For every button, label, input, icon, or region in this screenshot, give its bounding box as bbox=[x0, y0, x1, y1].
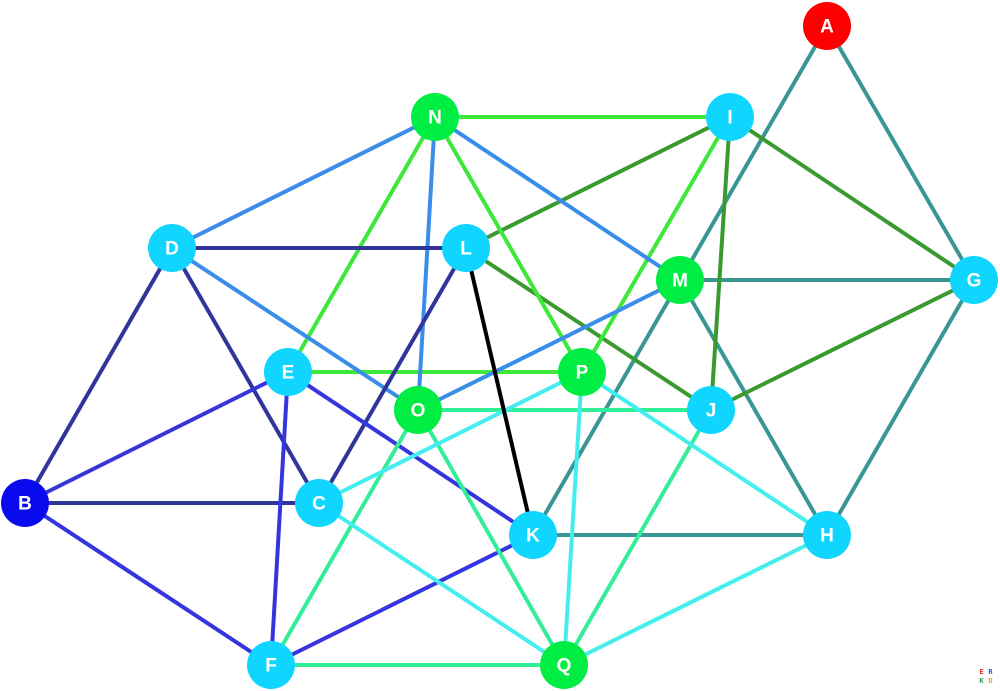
edge-f-k bbox=[269, 533, 535, 667]
node-label: N bbox=[428, 108, 442, 129]
node-circle bbox=[394, 386, 442, 434]
node-h: H bbox=[803, 511, 851, 559]
edge-l-j bbox=[464, 246, 713, 412]
edge-a-g bbox=[825, 24, 976, 282]
edge-g-h bbox=[825, 278, 976, 537]
node-circle bbox=[295, 479, 343, 527]
edge-l-k bbox=[464, 246, 535, 537]
node-d: D bbox=[148, 224, 196, 272]
edge-e-b bbox=[23, 370, 290, 505]
edge-n-m bbox=[433, 115, 682, 282]
node-circle bbox=[803, 2, 851, 50]
edge-p-q bbox=[562, 370, 584, 667]
node-i: I bbox=[706, 93, 754, 141]
edge-i-l bbox=[464, 115, 732, 250]
edge-n-p bbox=[433, 115, 584, 374]
node-circle bbox=[706, 93, 754, 141]
edge-h-q bbox=[562, 533, 829, 667]
node-label: C bbox=[312, 494, 326, 515]
node-circle bbox=[442, 224, 490, 272]
edge-i-j bbox=[709, 115, 732, 412]
node-j: J bbox=[687, 386, 735, 434]
node-circle bbox=[148, 224, 196, 272]
node-e: E bbox=[264, 348, 312, 396]
node-b: B bbox=[1, 479, 49, 527]
edges-layer bbox=[23, 24, 976, 667]
node-p: P bbox=[558, 348, 606, 396]
node-circle bbox=[803, 511, 851, 559]
node-label: F bbox=[265, 656, 277, 677]
edge-n-e bbox=[286, 115, 437, 374]
node-c: C bbox=[295, 479, 343, 527]
node-g: G bbox=[950, 256, 998, 304]
node-circle bbox=[558, 348, 606, 396]
node-circle bbox=[509, 511, 557, 559]
edge-p-c bbox=[317, 370, 584, 505]
edge-l-c bbox=[317, 246, 468, 505]
edge-p-h bbox=[580, 370, 829, 537]
node-label: G bbox=[967, 271, 982, 292]
node-circle bbox=[656, 256, 704, 304]
logo-cell: K bbox=[979, 677, 984, 685]
edge-d-c bbox=[170, 246, 321, 505]
node-label: B bbox=[18, 494, 32, 515]
node-label: K bbox=[526, 526, 540, 547]
logo-cell: D bbox=[988, 677, 993, 685]
node-label: M bbox=[672, 271, 688, 292]
edge-i-p bbox=[580, 115, 732, 374]
node-q: Q bbox=[540, 641, 588, 689]
edge-e-k bbox=[286, 370, 535, 537]
node-l: L bbox=[442, 224, 490, 272]
node-label: E bbox=[282, 363, 295, 384]
edge-m-h bbox=[678, 278, 829, 537]
edge-b-f bbox=[23, 501, 273, 667]
edge-c-q bbox=[317, 501, 566, 667]
node-o: O bbox=[394, 386, 442, 434]
node-label: H bbox=[820, 526, 834, 547]
node-label: O bbox=[411, 401, 426, 422]
node-circle bbox=[540, 641, 588, 689]
node-label: J bbox=[706, 401, 717, 422]
logo-cell: E bbox=[979, 668, 984, 676]
node-k: K bbox=[509, 511, 557, 559]
node-label: Q bbox=[557, 656, 572, 677]
node-circle bbox=[411, 93, 459, 141]
node-label: A bbox=[820, 17, 834, 38]
node-label: P bbox=[576, 363, 589, 384]
node-a: A bbox=[803, 2, 851, 50]
logo-icon: E R K D bbox=[977, 668, 995, 686]
edge-d-b bbox=[23, 246, 174, 505]
edge-n-o bbox=[416, 115, 437, 412]
edge-n-d bbox=[170, 115, 437, 250]
node-circle bbox=[247, 641, 295, 689]
edge-m-o bbox=[416, 278, 682, 412]
node-m: M bbox=[656, 256, 704, 304]
edge-j-g bbox=[709, 278, 976, 412]
node-circle bbox=[1, 479, 49, 527]
node-f: F bbox=[247, 641, 295, 689]
node-label: L bbox=[460, 239, 472, 260]
node-n: N bbox=[411, 93, 459, 141]
node-label: I bbox=[727, 108, 732, 129]
edge-e-f bbox=[269, 370, 290, 667]
logo-cell: R bbox=[988, 668, 993, 676]
edge-i-g bbox=[728, 115, 976, 282]
node-circle bbox=[950, 256, 998, 304]
node-label: D bbox=[165, 239, 179, 260]
edge-o-f bbox=[269, 408, 420, 667]
node-circle bbox=[687, 386, 735, 434]
edge-d-o bbox=[170, 246, 420, 412]
edge-o-q bbox=[416, 408, 566, 667]
edge-j-q bbox=[562, 408, 713, 667]
node-circle bbox=[264, 348, 312, 396]
